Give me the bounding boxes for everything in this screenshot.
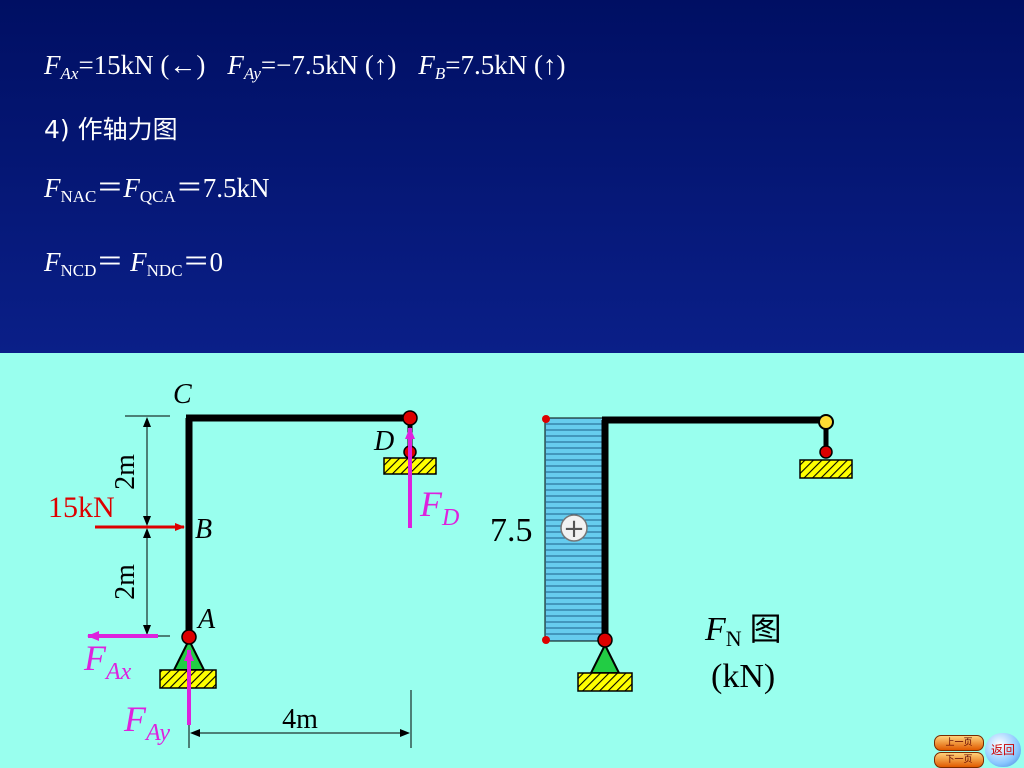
fb-value: =7.5kN (↑)	[445, 50, 566, 80]
node-label-b: B	[195, 514, 212, 545]
node-label-c: C	[173, 379, 192, 410]
fay-value: =−7.5kN (↑)	[260, 50, 397, 80]
eq1-equals: ＝	[96, 173, 124, 203]
dim-upper-label: 2m	[110, 454, 141, 490]
load-label: 15kN	[48, 491, 115, 524]
fax-label-symbol: F	[83, 638, 107, 678]
eq1-value: ＝7.5kN	[175, 173, 270, 203]
positive-sign-circle	[560, 514, 588, 542]
fay-label: FAy	[123, 699, 170, 746]
joint-a	[181, 629, 197, 645]
eq2-subscript-2: NDC	[146, 261, 183, 280]
axial-pin-support	[577, 642, 633, 692]
reactions-line: FAx=15kN (←)FAy=−7.5kN (↑)FB=7.5kN (↑)	[44, 50, 565, 84]
axial-equation-ac: FNAC＝FQCA＝7.5kN	[44, 166, 270, 207]
dim-lower-label: 2m	[110, 564, 141, 600]
fay-symbol: F	[227, 50, 244, 80]
dimension-lines	[125, 415, 412, 748]
eq2-value: ＝0	[182, 247, 224, 277]
diagram-title-symbol: F	[704, 611, 727, 648]
eq2-equals: ＝	[96, 247, 131, 277]
dim-span-label: 4m	[282, 704, 318, 735]
node-label-d: D	[373, 426, 394, 457]
eq2-subscript-1: NCD	[60, 261, 97, 280]
axial-force-hatching	[546, 423, 604, 635]
step-heading: 4) 作轴力图	[44, 115, 178, 144]
next-page-button[interactable]: 下一页	[934, 752, 984, 768]
axial-equation-cd: FNCD＝ FNDC＝0	[44, 240, 223, 281]
diagram-unit: (kN)	[711, 658, 775, 695]
fay-label-symbol: F	[123, 699, 147, 739]
node-label-a: A	[196, 604, 216, 635]
axial-joint-top	[818, 414, 834, 430]
fay-subscript: Ay	[243, 64, 261, 83]
eq2-symbol-2: F	[130, 247, 147, 277]
block-corner-bottom	[542, 636, 550, 644]
diagram-title-subscript: N	[726, 626, 742, 651]
fd-label: FD	[419, 484, 459, 531]
axial-joint-bottom	[597, 632, 613, 648]
eq2-symbol-1: F	[44, 247, 61, 277]
fb-symbol: F	[418, 50, 435, 80]
block-corner-top	[542, 415, 550, 423]
results-panel: FAx=15kN (←)FAy=−7.5kN (↑)FB=7.5kN (↑) 4…	[0, 0, 1024, 353]
fax-label: FAx	[83, 638, 132, 685]
diagram-title-word: 图	[750, 610, 782, 648]
fax-subscript: Ax	[60, 64, 79, 83]
frame-structure: C D B A 2m 2m 4m 15kN FD FAx FAy	[48, 379, 459, 748]
axial-value-label: 7.5	[490, 512, 533, 549]
eq1-symbol-1: F	[44, 173, 61, 203]
fd-subscript: D	[441, 505, 459, 531]
fb-subscript: B	[434, 64, 446, 83]
diagram-panel	[0, 353, 1024, 768]
fax-value: =15kN (←)	[78, 50, 206, 80]
fd-symbol: F	[419, 484, 443, 524]
fay-label-subscript: Ay	[144, 720, 170, 746]
joint-d	[402, 410, 418, 426]
positive-sign: +	[563, 514, 585, 544]
prev-page-button[interactable]: 上一页	[934, 735, 984, 751]
eq1-subscript-1: NAC	[60, 187, 97, 206]
fax-label-subscript: Ax	[104, 659, 132, 685]
eq1-symbol-2: F	[123, 173, 140, 203]
fax-symbol: F	[44, 50, 61, 80]
axial-roller-support	[799, 422, 853, 479]
eq1-subscript-2: QCA	[139, 187, 176, 206]
return-button[interactable]: 返回	[985, 733, 1021, 767]
